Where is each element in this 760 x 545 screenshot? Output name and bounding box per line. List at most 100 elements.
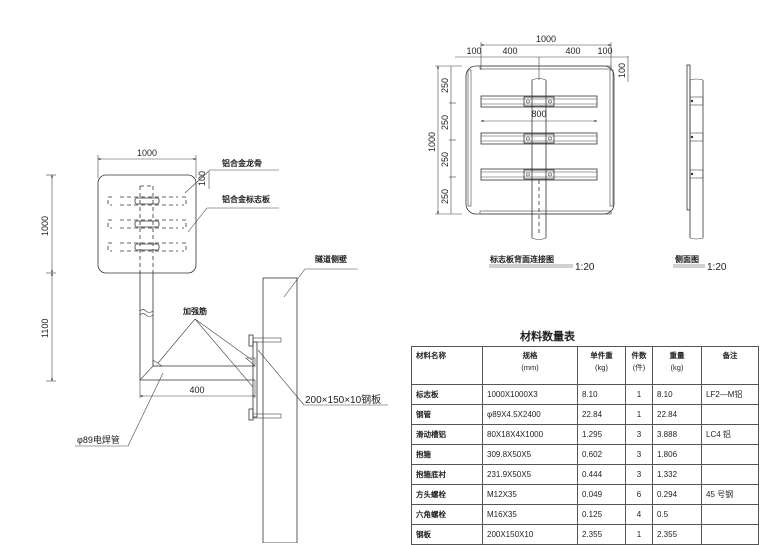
side-view-title: 侧面图 (675, 254, 699, 264)
aluminium-rails (480, 95, 598, 181)
dim-segment: 250 (440, 152, 450, 167)
cell-weight: 22.84 (652, 404, 702, 425)
cell-name: 抱箍底衬 (411, 464, 483, 485)
table-header-row: 材料名称 规格(mm) 单件重(kg) 件数(件) 重量(kg) 备注 (411, 346, 759, 385)
cell-name: 方头螺栓 (411, 484, 483, 505)
label-stiffener: 加强筋 (182, 306, 207, 316)
cell-unit-weight: 8.10 (577, 384, 626, 405)
dim-half-right: 400 (565, 46, 580, 56)
cell-weight: 1.806 (652, 444, 702, 465)
cell-count: 1 (625, 524, 653, 545)
label-pipe: φ89电焊管 (77, 434, 120, 445)
sign-plate (97, 174, 197, 274)
cell-count: 3 (625, 424, 653, 445)
dim-top-offset: 100 (617, 63, 627, 78)
cell-unit-weight: 0.049 (577, 484, 626, 505)
header-spec: 规格(mm) (482, 346, 578, 385)
header-weight: 重量(kg) (652, 346, 702, 385)
cell-count: 4 (625, 504, 653, 525)
cell-name: 标志板 (411, 384, 483, 405)
label-steel-plate: 200×150×10钢板 (305, 393, 381, 406)
dim-sign-height: 1000 (40, 216, 50, 236)
cell-note: 45 号钢 (701, 484, 759, 505)
side-view-scale: 1:20 (707, 262, 727, 273)
elevation-view: 1000 铝合金龙骨 铝合金标志板 100 1000 1100 (40, 148, 388, 543)
cell-weight: 1.332 (652, 464, 702, 485)
label-tunnel-wall: 隧道侧壁 (315, 254, 347, 264)
cell-name: 钢板 (411, 524, 483, 545)
cell-note (701, 524, 759, 545)
cell-note: LC4 铝 (701, 424, 759, 445)
cell-unit-weight: 0.444 (577, 464, 626, 485)
cell-name: 滑动槽铝 (411, 424, 483, 445)
dim-rail-length: 800 (531, 109, 546, 119)
cell-spec: 1000X1000X3 (482, 384, 578, 405)
cell-spec: 231.9X50X5 (482, 464, 578, 485)
cell-note (701, 404, 759, 425)
dim-total-width: 1000 (536, 34, 556, 44)
dim-sign-width: 1000 (137, 148, 157, 158)
cell-spec: 309.8X50X5 (482, 444, 578, 465)
dim-rail-offset: 100 (197, 171, 207, 186)
cell-count: 6 (625, 484, 653, 505)
tunnel-wall (262, 277, 298, 543)
header-count: 件数(件) (625, 346, 653, 385)
cell-count: 3 (625, 464, 653, 485)
header-name: 材料名称 (411, 346, 483, 385)
cell-spec: 80X18X4X1000 (482, 424, 578, 445)
dim-half-left: 400 (502, 46, 517, 56)
back-view: 1000 100 400 400 100 100 1000 250 250 25… (427, 34, 629, 273)
label-rail: 铝合金龙骨 (222, 158, 262, 168)
cell-spec: φ89X4.5X2400 (482, 404, 578, 425)
cell-name: 钢管 (411, 404, 483, 425)
steel-plate (252, 341, 258, 418)
label-sign-plate: 铝合金标志板 (222, 194, 271, 204)
cell-name: 六角螺栓 (411, 504, 483, 525)
side-view: 侧面图 1:20 (673, 64, 727, 273)
dim-arm-length: 400 (189, 385, 204, 395)
cell-unit-weight: 0.602 (577, 444, 626, 465)
table-title: 材料数量表 (520, 330, 575, 343)
cell-count: 1 (625, 384, 653, 405)
cell-spec: M12X35 (482, 484, 578, 505)
cell-name: 抱箍 (411, 444, 483, 465)
cell-unit-weight: 2.355 (577, 524, 626, 545)
cell-weight: 3.888 (652, 424, 702, 445)
hidden-rails (107, 185, 187, 273)
back-view-scale: 1:20 (575, 262, 595, 273)
dim-pole-height: 1100 (40, 319, 50, 338)
cell-spec: M16X35 (482, 504, 578, 525)
cell-weight: 0.5 (652, 504, 702, 525)
back-view-title: 标志板背面连接图 (489, 254, 554, 264)
cell-unit-weight: 22.84 (577, 404, 626, 425)
cell-note (701, 504, 759, 525)
cell-spec: 200X150X10 (482, 524, 578, 545)
dim-edge-left: 100 (466, 46, 481, 56)
cell-note: LF2—M铝 (701, 384, 759, 405)
cell-count: 3 (625, 444, 653, 465)
header-unit-weight: 单件重(kg) (577, 346, 626, 385)
cell-note (701, 444, 759, 465)
cell-weight: 2.355 (652, 524, 702, 545)
dim-segment: 250 (440, 115, 450, 130)
header-note: 备注 (701, 346, 759, 385)
dim-segment: 250 (440, 189, 450, 204)
cell-count: 1 (625, 404, 653, 425)
dim-segment: 250 (440, 78, 450, 93)
cell-unit-weight: 1.295 (577, 424, 626, 445)
dim-total-height: 1000 (427, 132, 437, 152)
cell-weight: 8.10 (652, 384, 702, 405)
cell-note (701, 464, 759, 485)
cell-unit-weight: 0.125 (577, 504, 626, 525)
cell-weight: 0.294 (652, 484, 702, 505)
